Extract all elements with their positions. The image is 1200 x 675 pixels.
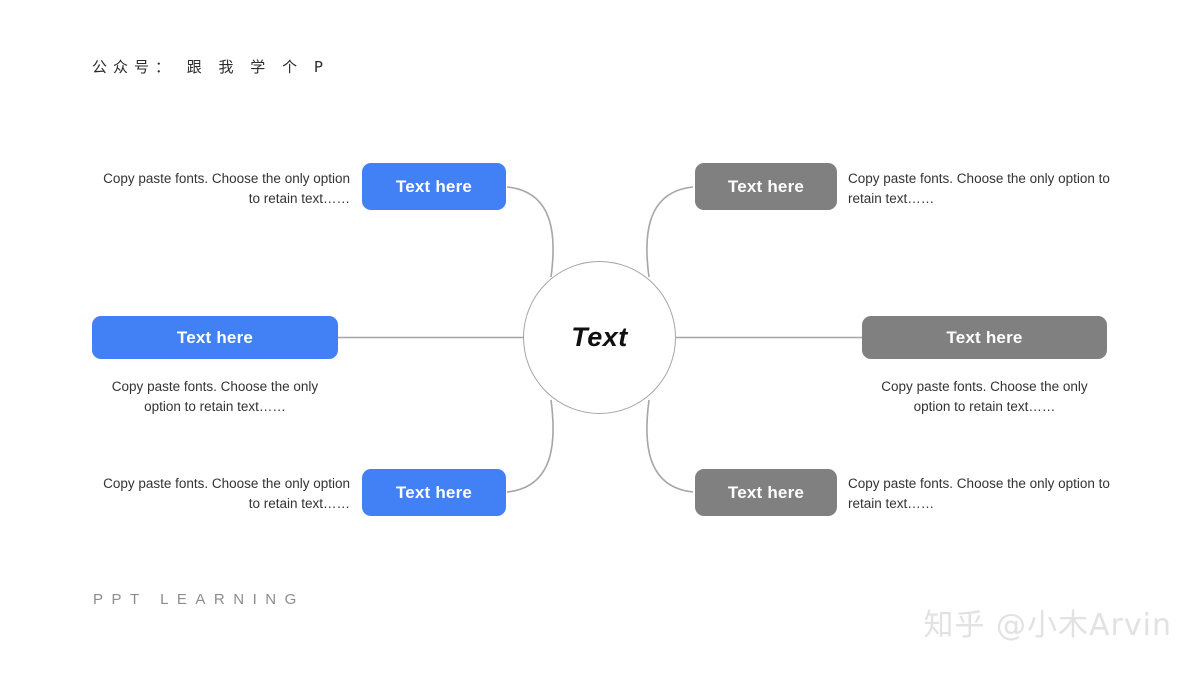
description-top-right: Copy paste fonts. Choose the only option…: [848, 171, 1110, 206]
node-button-label: Text here: [727, 176, 805, 196]
watermark: 知乎 @小木Arvin: [923, 608, 1172, 643]
node-button-middle-left[interactable]: Text here: [92, 316, 338, 359]
connector-top-right: [646, 186, 694, 278]
connector-bottom-right: [646, 399, 694, 493]
center-node-label: Text: [571, 322, 628, 352]
center-node[interactable]: Text: [523, 261, 676, 414]
node-button-bottom-left[interactable]: Text here: [362, 469, 506, 516]
description-middle-right: Copy paste fonts. Choose the only option…: [881, 379, 1088, 414]
node-button-label: Text here: [727, 482, 805, 502]
node-button-label: Text here: [395, 176, 473, 196]
node-button-middle-right[interactable]: Text here: [862, 316, 1107, 359]
description-top-left: Copy paste fonts. Choose the only option…: [103, 171, 350, 206]
node-button-top-left[interactable]: Text here: [362, 163, 506, 210]
page-title: 公众号： 跟 我 学 个 P: [92, 58, 329, 76]
node-button-bottom-right[interactable]: Text here: [695, 469, 837, 516]
connector-top-left: [506, 186, 554, 278]
description-bottom-right: Copy paste fonts. Choose the only option…: [848, 476, 1110, 511]
description-middle-left: Copy paste fonts. Choose the only option…: [111, 379, 319, 414]
footer-title: PPT LEARNING: [93, 591, 305, 608]
description-bottom-left: Copy paste fonts. Choose the only option…: [103, 476, 350, 511]
node-button-label: Text here: [395, 482, 473, 502]
node-button-label: Text here: [176, 327, 254, 347]
node-button-top-right[interactable]: Text here: [695, 163, 837, 210]
node-button-label: Text here: [946, 327, 1023, 347]
connector-bottom-left: [506, 399, 554, 493]
